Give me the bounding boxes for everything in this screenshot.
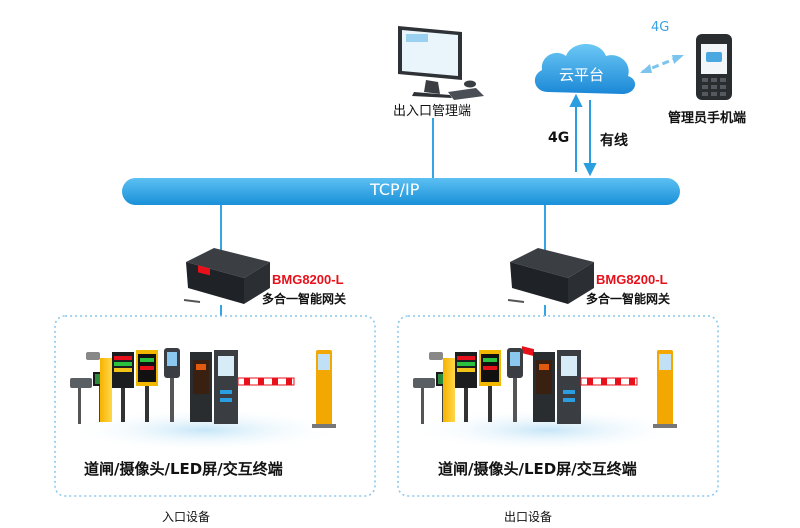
exit-devices-label: 道闸/摄像头/LED屏/交互终端 [438,460,637,478]
gateway-device-icon-1 [183,248,270,304]
connection-lines [220,118,546,316]
entrance-devices-label: 道闸/摄像头/LED屏/交互终端 [84,460,283,478]
gateway-device-icon-2 [507,248,594,357]
entrance-zone-label: 入口设备 [162,510,211,524]
desktop-computer-icon [398,26,484,100]
exit-zone-label: 出口设备 [504,510,553,524]
exit-equipment-icons [413,348,677,428]
link-4g-label: 4G [548,130,570,146]
cloud-label: 云平台 [559,66,605,84]
entrance-equipment-icons [70,348,336,428]
cloud-icon [534,44,636,94]
uplink-arrows [569,93,597,177]
pc-label: 出入口管理端 [393,104,472,119]
mobile-terminal-icon [696,34,732,100]
signal-4g-label: 4G [651,20,670,35]
entrance-zone-box [54,315,376,497]
phone-label: 管理员手机端 [668,111,747,126]
bus-label: TCP/IP [370,180,420,199]
gateway-desc-1: 多合一智能网关 [262,292,347,306]
link-wired-label: 有线 [600,133,628,149]
exit-zone-box [397,315,719,497]
gateway-model-2: BMG8200-L [596,272,668,287]
gateway-desc-2: 多合一智能网关 [586,292,671,306]
tcpip-bus [122,178,680,205]
wireless-signal [640,54,684,74]
gateway-model-1: BMG8200-L [272,272,344,287]
